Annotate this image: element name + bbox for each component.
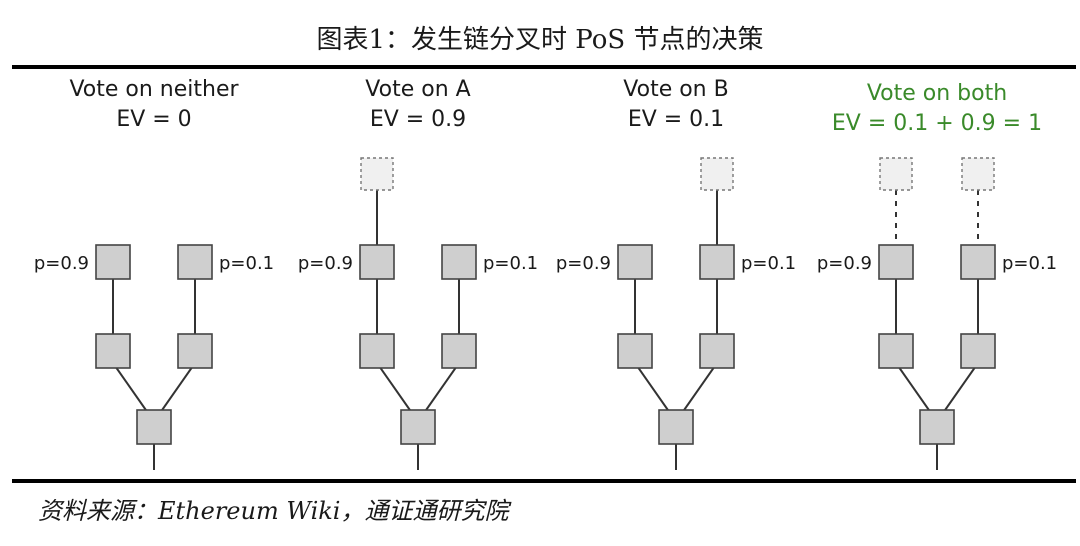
root-block	[919, 409, 955, 445]
left-probability-label: p=0.9	[556, 253, 611, 274]
left-probability-label: p=0.9	[34, 253, 89, 274]
right-vote-block	[961, 157, 995, 191]
left-tip-block	[878, 244, 914, 280]
right-vote-block	[700, 157, 734, 191]
root-block	[136, 409, 172, 445]
left-fork-edge	[376, 362, 413, 414]
left-fork-edge	[634, 362, 671, 414]
right-probability-label: p=0.1	[483, 253, 538, 274]
left-tip-block	[617, 244, 653, 280]
left-probability-label: p=0.9	[298, 253, 353, 274]
panel-ev: EV = 0.9	[370, 107, 466, 132]
right-fork-edge	[942, 362, 979, 414]
right-fork-edge	[159, 362, 196, 414]
left-mid-block	[617, 333, 653, 369]
panel-heading: Vote on both	[867, 81, 1007, 106]
panel-ev: EV = 0.1 + 0.9 = 1	[832, 111, 1042, 136]
right-mid-block	[699, 333, 735, 369]
right-tip-block	[699, 244, 735, 280]
left-mid-block	[359, 333, 395, 369]
right-probability-label: p=0.1	[1002, 253, 1057, 274]
panel-neither: Vote on neither EV = 0 p=0.9 p=0.1	[34, 77, 274, 470]
right-probability-label: p=0.1	[741, 253, 796, 274]
panel-both: Vote on both EV = 0.1 + 0.9 = 1 p=0.9 p=0.1	[817, 81, 1057, 470]
source-text: Ethereum Wiki，通证通研究院	[158, 497, 509, 525]
top-rule	[12, 65, 1076, 69]
panel-b: Vote on B EV = 0.1 p=0.9 p=0.1	[556, 77, 796, 470]
source-note: 资料来源：Ethereum Wiki，通证通研究院	[38, 494, 508, 528]
left-fork-edge	[895, 362, 932, 414]
right-probability-label: p=0.1	[219, 253, 274, 274]
panel-heading: Vote on neither	[69, 77, 239, 102]
right-fork-edge	[681, 362, 718, 414]
panel-heading: Vote on A	[365, 77, 470, 102]
left-vote-block	[360, 157, 394, 191]
root-block	[658, 409, 694, 445]
panel-ev: EV = 0.1	[628, 107, 724, 132]
panel-heading: Vote on B	[623, 77, 728, 102]
right-fork-edge	[423, 362, 460, 414]
left-mid-block	[95, 333, 131, 369]
left-tip-block	[95, 244, 131, 280]
panel-ev: EV = 0	[116, 107, 191, 132]
source-label: 资料来源：	[38, 497, 158, 525]
right-tip-block	[441, 244, 477, 280]
right-mid-block	[177, 333, 213, 369]
left-vote-block	[879, 157, 913, 191]
panel-a: Vote on A EV = 0.9 p=0.9 p=0.1	[298, 77, 538, 470]
right-mid-block	[441, 333, 477, 369]
right-tip-block	[177, 244, 213, 280]
left-fork-edge	[112, 362, 149, 414]
page-title: 图表1：发生链分叉时 PoS 节点的决策	[316, 25, 764, 55]
bottom-rule	[12, 479, 1076, 483]
left-probability-label: p=0.9	[817, 253, 872, 274]
left-mid-block	[878, 333, 914, 369]
left-tip-block	[359, 244, 395, 280]
right-tip-block	[960, 244, 996, 280]
right-mid-block	[960, 333, 996, 369]
root-block	[400, 409, 436, 445]
